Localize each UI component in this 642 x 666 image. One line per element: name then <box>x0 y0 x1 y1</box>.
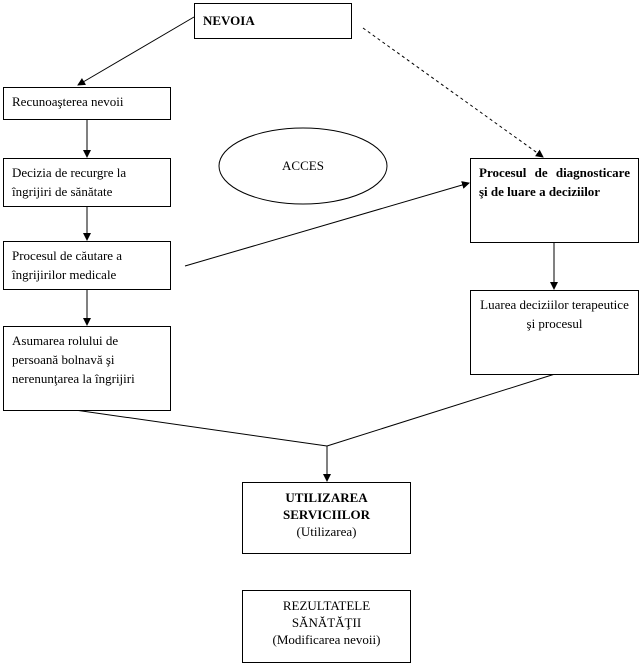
node-decision: Decizia de recurgre la îngrijiri de sănă… <box>3 158 171 207</box>
node-need-label: NEVOIA <box>203 13 255 28</box>
node-outcome-title: REZULTATELE SĂNĂTĂŢII <box>282 598 371 630</box>
node-diagnosis: Procesul de diagnosticare şi de luare a … <box>470 158 639 243</box>
access-label: ACCES <box>282 158 324 173</box>
node-search: Procesul de căutare a îngrijirilor medic… <box>3 241 171 290</box>
node-search-label: Procesul de căutare a îngrijirilor medic… <box>12 248 123 282</box>
node-diagnosis-label: Procesul de diagnosticare şi de luare a … <box>479 165 630 199</box>
arrow-search-diagnosis <box>184 181 470 267</box>
node-sick-role: Asumarea rolului de persoană bolnavă şi … <box>3 326 171 411</box>
arrow-need-recognition <box>77 16 195 86</box>
access-ellipse <box>218 127 388 205</box>
node-recognition-label: Recunoaşterea nevoii <box>12 94 124 109</box>
node-therapy-label: Luarea deciziilor terapeutice şi procesu… <box>480 297 629 331</box>
node-therapy: Luarea deciziilor terapeutice şi procesu… <box>470 290 639 375</box>
node-use-title: UTILIZAREA SERVICIILOR <box>283 490 370 522</box>
node-use: UTILIZAREA SERVICIILOR (Utilizarea) <box>242 482 411 554</box>
node-outcome: REZULTATELE SĂNĂTĂŢII (Modificarea nevoi… <box>242 590 411 663</box>
line-sickrole-merge <box>74 409 328 447</box>
node-outcome-subtitle: (Modificarea nevoii) <box>272 632 381 647</box>
line-therapy-merge <box>326 373 556 447</box>
node-recognition: Recunoaşterea nevoii <box>3 87 171 120</box>
arrow-need-diagnosis-dashed <box>362 27 544 158</box>
node-use-subtitle: (Utilizarea) <box>296 524 357 539</box>
node-decision-label: Decizia de recurgre la îngrijiri de sănă… <box>12 165 127 199</box>
node-sick-role-label: Asumarea rolului de persoană bolnavă şi … <box>12 333 135 386</box>
node-need: NEVOIA <box>194 3 352 39</box>
